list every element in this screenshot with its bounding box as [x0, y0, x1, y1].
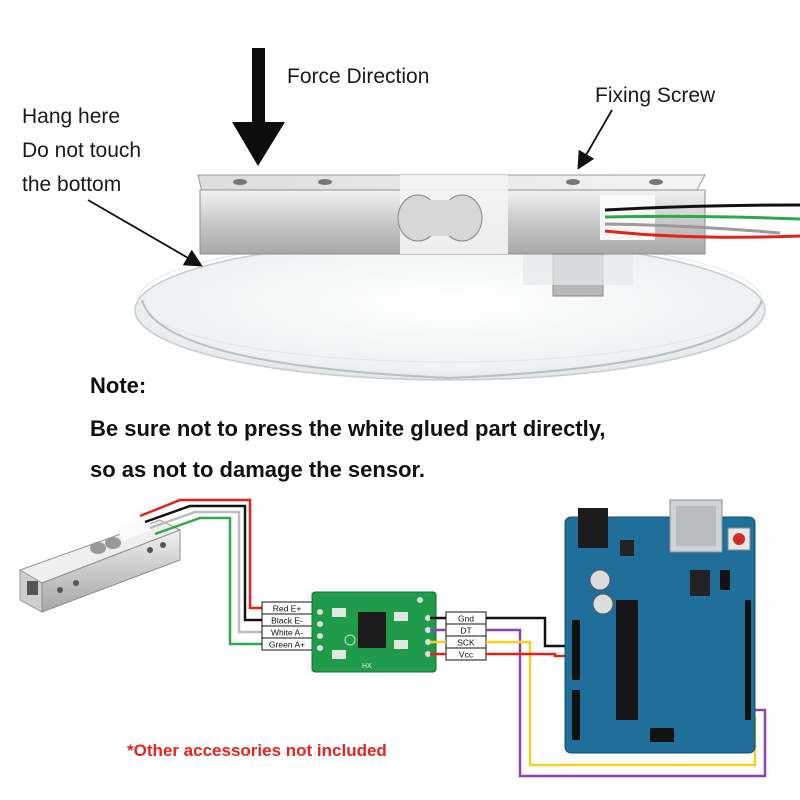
hx711-pin-dt: DT	[460, 626, 471, 636]
note-line-2: so as not to damage the sensor.	[90, 457, 425, 482]
hx711-pin-sck: SCK	[457, 638, 475, 648]
hx711-pin-red: Red E+	[273, 604, 302, 614]
hx711-module: HX	[311, 591, 437, 673]
hx711-silk-label: HX	[362, 663, 372, 670]
load-cell-bottom	[18, 517, 182, 613]
acrylic-plate	[134, 237, 766, 381]
force-arrow	[232, 48, 285, 166]
hx711-pin-gnd: Gnd	[458, 614, 474, 624]
loadcell-wires	[139, 498, 262, 646]
hang-note: Hang here Do not touch the bottom	[22, 100, 141, 202]
fixing-screw-pointer	[577, 109, 613, 170]
accessories-disclaimer: *Other accessories not included	[127, 741, 387, 760]
force-direction-label: Force Direction	[287, 65, 430, 88]
hx711-pin-green: Green A+	[269, 640, 305, 650]
hx711-right-pin-labels: Gnd DT SCK Vcc	[445, 611, 487, 661]
standoff	[523, 251, 633, 297]
hang-note-line: Do not touch	[22, 139, 142, 162]
hx711-left-pin-labels: Red E+ Black E- White A- Green A+	[261, 601, 313, 651]
top-wires	[604, 203, 800, 239]
hang-note-line: the bottom	[22, 173, 122, 196]
fixing-screw-label: Fixing Screw	[595, 84, 716, 107]
hx711-pin-vcc: Vcc	[459, 650, 474, 660]
load-cell-top	[197, 174, 706, 255]
note-line-1: Be sure not to press the white glued par…	[90, 416, 606, 441]
arduino-board	[564, 499, 756, 754]
hang-note-line: Hang here	[22, 105, 121, 128]
hang-pointer	[87, 199, 203, 267]
note-title: Note:	[90, 373, 147, 398]
hx711-pin-white: White A-	[271, 628, 303, 638]
hx711-pin-black: Black E-	[271, 616, 303, 626]
